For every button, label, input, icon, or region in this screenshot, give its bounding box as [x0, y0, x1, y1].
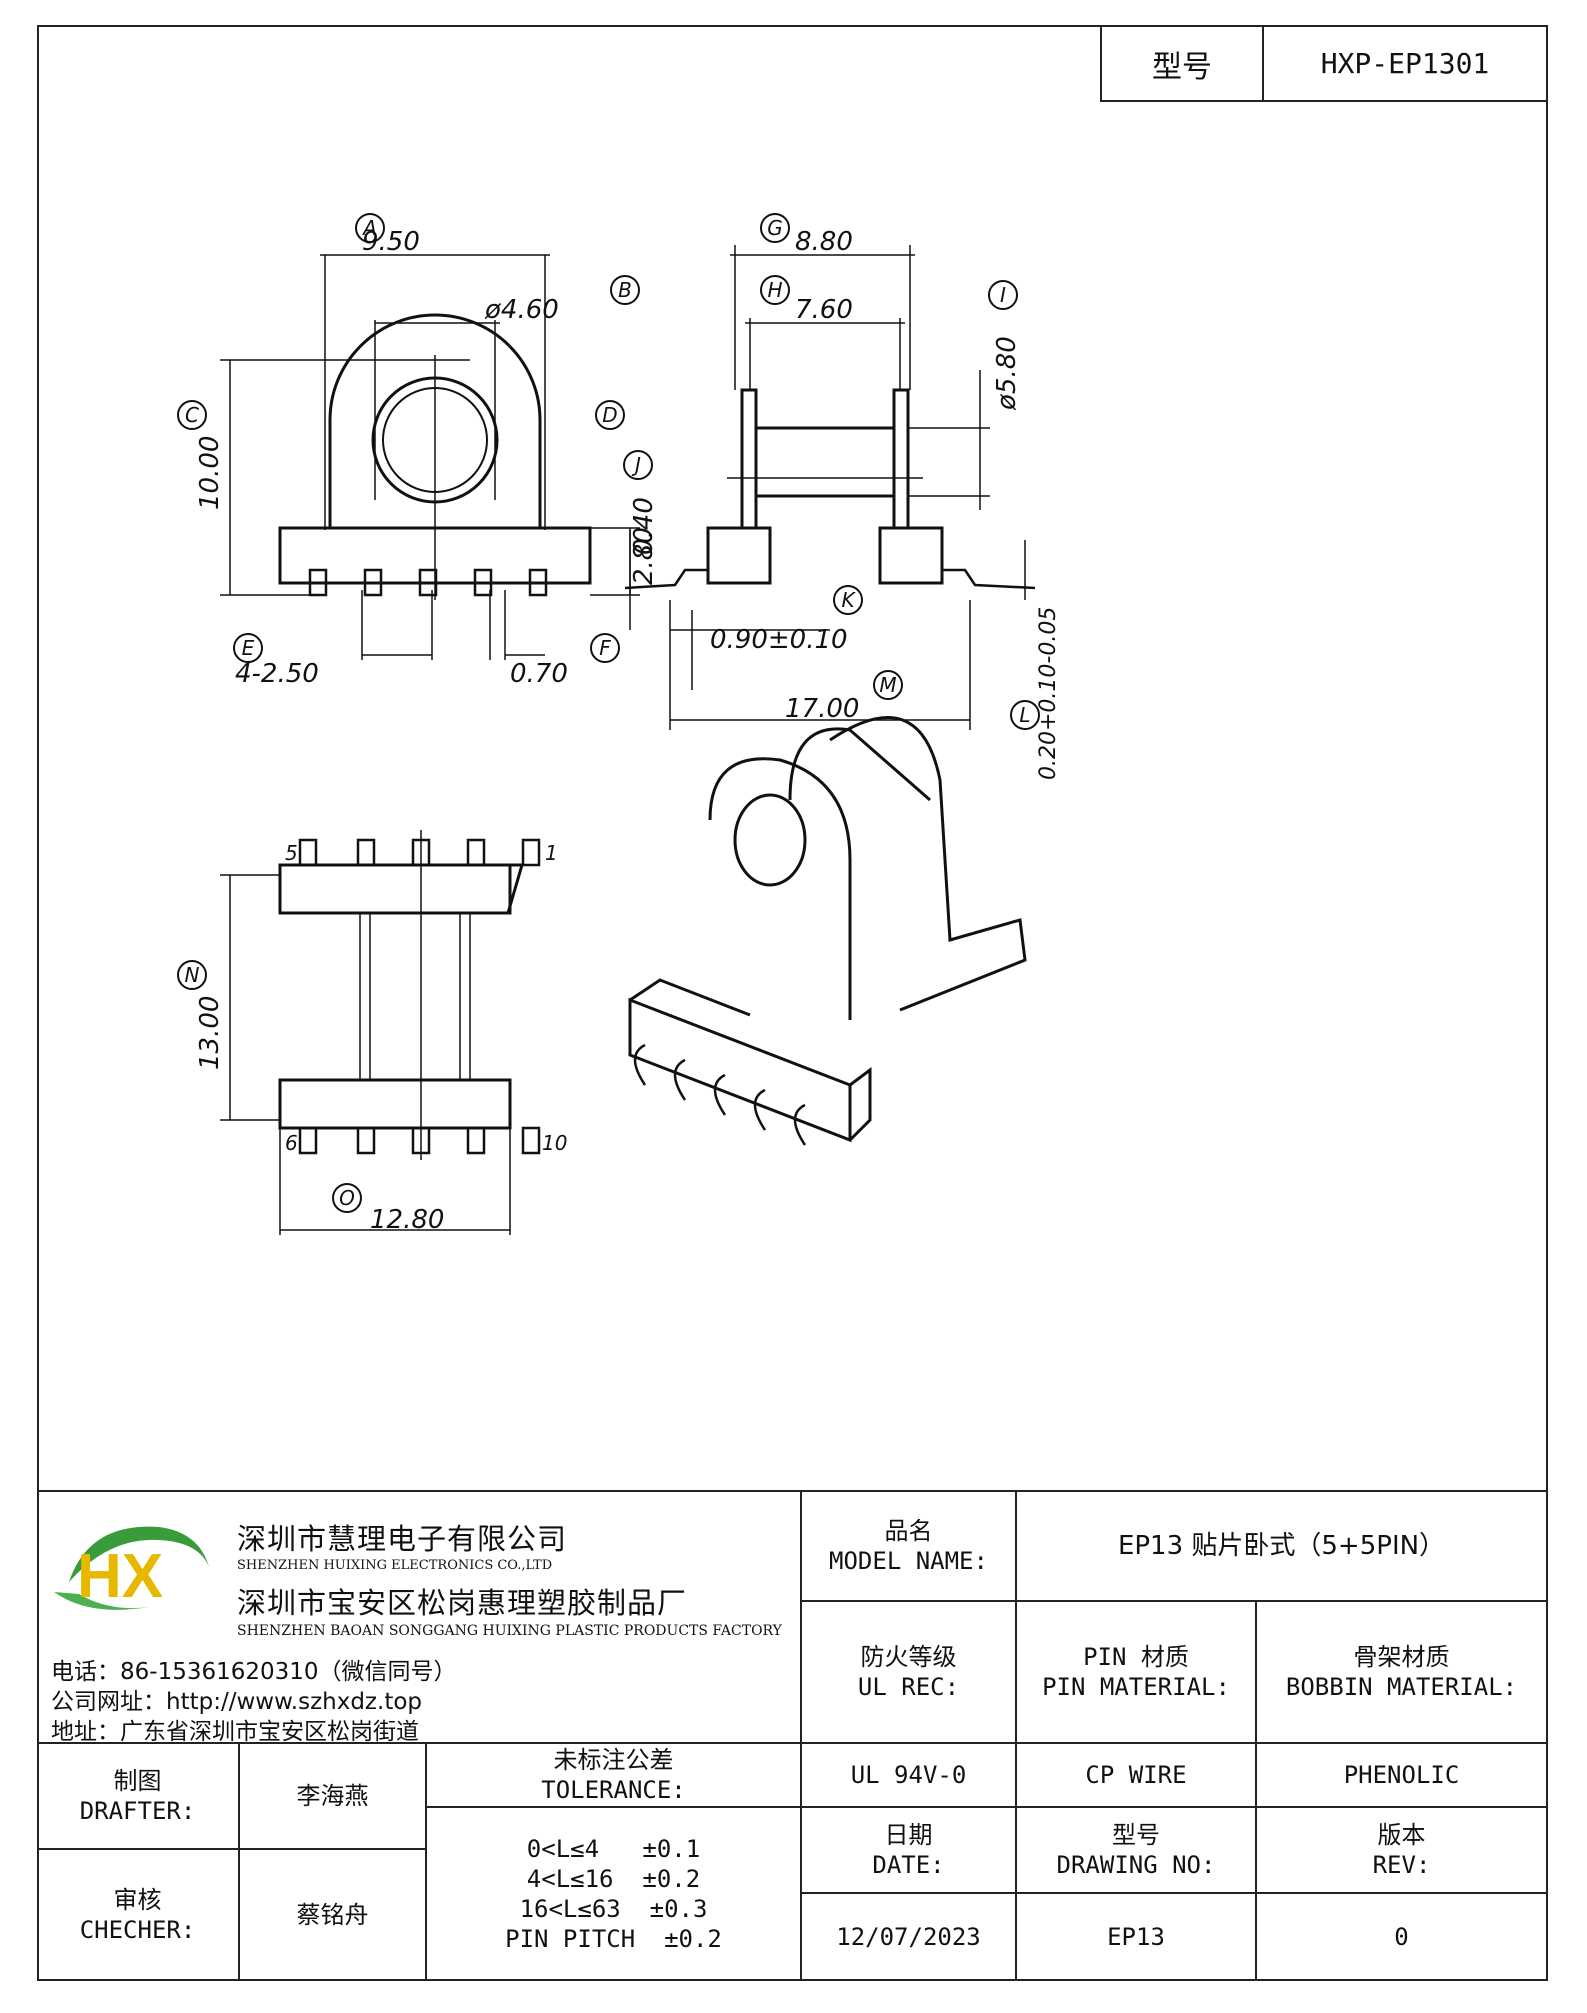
model-value: HXP-EP1301	[1320, 47, 1490, 80]
side-view	[624, 245, 1036, 730]
drawing-no-label: 型号 DRAWING NO:	[1017, 1808, 1257, 1894]
balloon-i: I	[988, 280, 1018, 310]
svg-text:J: J	[631, 453, 641, 477]
bobbin-material-value: PHENOLIC	[1257, 1744, 1548, 1808]
dim-o-text: 12.80	[370, 1205, 444, 1235]
drawing-no-value: EP13	[1017, 1894, 1257, 1981]
company-logo: HX	[54, 1526, 209, 1611]
balloon-m: M	[873, 670, 903, 700]
drafter-label: 制图 DRAFTER:	[37, 1744, 240, 1850]
checker-label: 审核 CHECHER:	[37, 1850, 240, 1981]
company-info: HX 深圳市慧理电子有限公司 SHENZHEN HUIXING ELECTRON…	[37, 1490, 802, 1745]
factory-name-en: SHENZHEN BAOAN SONGGANG HUIXING PLASTIC …	[237, 1623, 782, 1639]
revision-value: 0	[1257, 1894, 1548, 1981]
svg-text:B: B	[618, 278, 632, 302]
dim-f-text: 0.70	[510, 659, 568, 689]
balloon-b: B	[610, 275, 640, 305]
dim-h-text: 7.60	[795, 295, 853, 325]
svg-text:HX: HX	[77, 1542, 163, 1611]
svg-text:K: K	[841, 588, 856, 612]
title-block: HX 深圳市慧理电子有限公司 SHENZHEN HUIXING ELECTRON…	[37, 1490, 1548, 1981]
balloon-d: D	[595, 400, 625, 430]
model-label: 型号	[1102, 27, 1264, 100]
svg-text:F: F	[599, 636, 611, 660]
company-name-en: SHENZHEN HUIXING ELECTRONICS CO.,LTD	[237, 1558, 553, 1573]
company-address: 地址：广东省深圳市宝安区松岗街道	[51, 1719, 419, 1745]
dim-d-text: 2.80	[629, 527, 659, 585]
factory-name-cn: 深圳市宝安区松岗惠理塑胶制品厂	[237, 1586, 688, 1620]
fire-rating-value: UL 94V-0	[802, 1744, 1017, 1808]
svg-text:O: O	[339, 1186, 355, 1210]
dim-i-text: ø5.80	[992, 336, 1022, 411]
pin-label-5: 5	[285, 841, 298, 865]
bobbin-material-label: 骨架材质 BOBBIN MATERIAL:	[1257, 1602, 1548, 1744]
drafter-value: 李海燕	[240, 1744, 427, 1850]
svg-text:L: L	[1019, 703, 1030, 727]
technical-drawing: 9.50 ø4.60 10.00 2.80 4-2.50 0.70 8.80 7…	[177, 213, 1061, 1235]
company-phone: 电话：86-15361620310（微信同号）	[51, 1659, 457, 1685]
revision-label: 版本 REV:	[1257, 1808, 1548, 1894]
svg-text:N: N	[185, 963, 200, 987]
balloon-o: O	[332, 1183, 362, 1213]
svg-text:C: C	[185, 403, 199, 427]
pin-label-10: 10	[542, 1131, 567, 1155]
dim-n-text: 13.00	[195, 996, 225, 1070]
tolerance-label: 未标注公差 TOLERANCE:	[427, 1744, 802, 1808]
pin-label-1: 1	[545, 841, 558, 865]
svg-text:G: G	[767, 216, 783, 240]
dim-g-text: 8.80	[795, 227, 853, 257]
balloon-h: H	[760, 275, 790, 305]
model-name-label: 品名 MODEL NAME:	[802, 1490, 1017, 1602]
pin-material-value: CP WIRE	[1017, 1744, 1257, 1808]
fire-rating-label: 防火等级 UL REC:	[802, 1602, 1017, 1744]
pin-label-6: 6	[285, 1131, 298, 1155]
balloon-g: G	[760, 213, 790, 243]
balloon-e: E	[233, 633, 263, 663]
bottom-view	[220, 830, 541, 1235]
dim-l-text: 0.20+0.10-0.05	[1036, 607, 1061, 780]
dim-j-text: 0.40	[629, 497, 659, 555]
balloon-j: J	[623, 450, 653, 480]
checker-value: 蔡铭舟	[240, 1850, 427, 1981]
company-name-cn: 深圳市慧理电子有限公司	[237, 1522, 568, 1556]
balloon-k: K	[833, 585, 863, 615]
front-view	[220, 254, 640, 660]
model-number-box: 型号 HXP-EP1301	[1100, 25, 1548, 102]
dim-k-text: 0.90±0.10	[710, 625, 848, 655]
svg-text:H: H	[767, 278, 782, 302]
isometric-view	[628, 716, 1027, 1146]
svg-text:D: D	[602, 403, 617, 427]
balloon-a: A	[355, 213, 385, 243]
tolerance-table: 0<L≤4 ±0.1 4<L≤16 ±0.2 16<L≤63 ±0.3 PIN …	[427, 1808, 802, 1981]
dim-m-text: 17.00	[785, 694, 859, 724]
balloon-n: N	[177, 960, 207, 990]
date-label: 日期 DATE:	[802, 1808, 1017, 1894]
svg-text:E: E	[242, 636, 255, 660]
dim-e-text: 4-2.50	[235, 659, 319, 689]
balloon-l: L	[1010, 700, 1040, 730]
dim-b-text: ø4.60	[484, 295, 559, 325]
pin-material-label: PIN 材质 PIN MATERIAL:	[1017, 1602, 1257, 1744]
date-value: 12/07/2023	[802, 1894, 1017, 1981]
svg-text:M: M	[879, 673, 896, 697]
model-name-value: EP13 贴片卧式（5+5PIN）	[1017, 1490, 1548, 1602]
balloon-f: F	[590, 633, 620, 663]
svg-text:I: I	[1000, 283, 1006, 307]
svg-text:A: A	[361, 216, 377, 240]
company-website: 公司网址：http://www.szhxdz.top	[51, 1689, 423, 1715]
balloon-c: C	[177, 400, 207, 430]
dim-c-text: 10.00	[195, 436, 225, 510]
